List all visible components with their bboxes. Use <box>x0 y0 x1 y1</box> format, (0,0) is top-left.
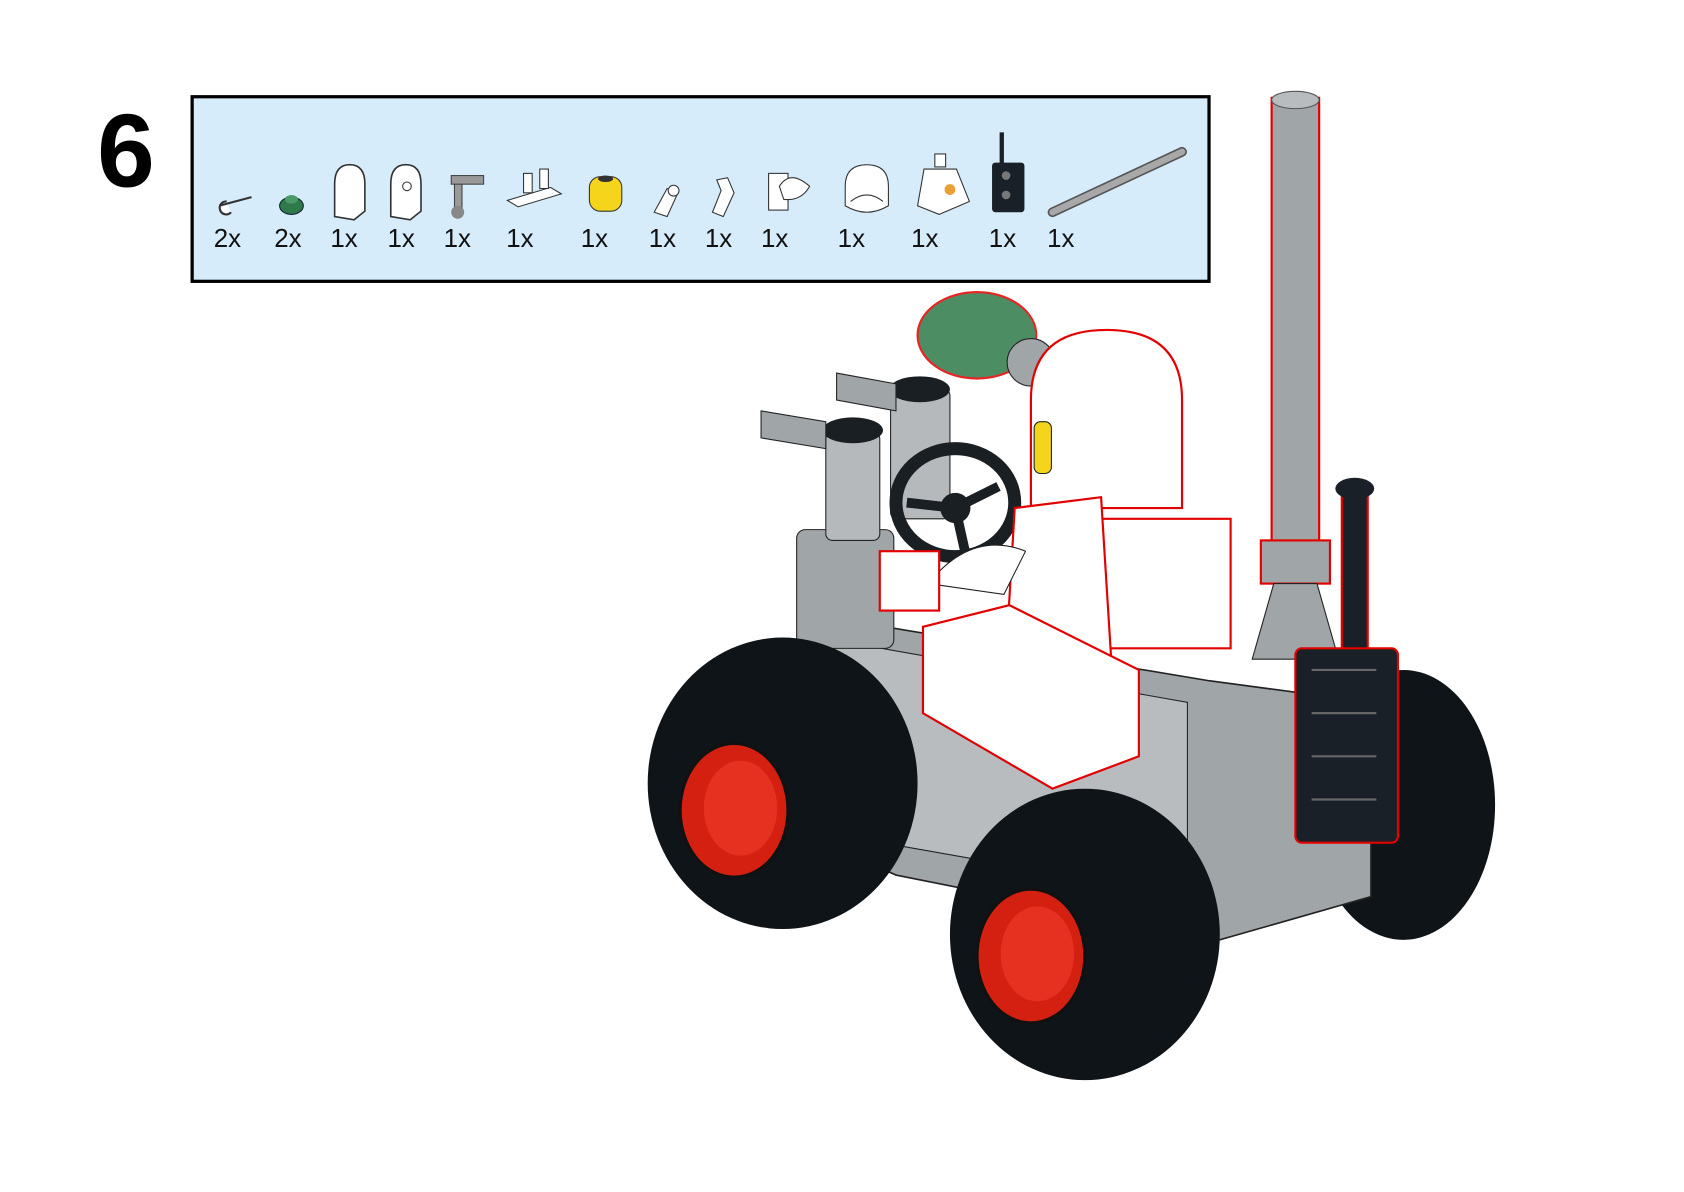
part-hinge-brick-icon <box>333 163 366 221</box>
part-qty: 1x <box>649 225 676 253</box>
part-minifig-legs-icon <box>768 172 811 211</box>
part-qty: 1x <box>838 225 865 253</box>
part-qty: 1x <box>989 225 1016 253</box>
part-qty: 1x <box>330 225 357 253</box>
walkie-talkie <box>1294 477 1400 844</box>
part-qty: 1x <box>761 225 788 253</box>
part-qty: 1x <box>444 225 471 253</box>
part-qty: 1x <box>1047 225 1074 253</box>
vehicle-model <box>647 90 1496 1081</box>
part-space-helmet-icon <box>844 164 889 213</box>
part-antenna-bar-icon <box>1047 146 1187 218</box>
part-qty: 1x <box>911 225 938 253</box>
part-qty: 1x <box>581 225 608 253</box>
part-qty: 2x <box>214 225 241 253</box>
part-arm-right-icon <box>711 177 735 218</box>
part-qty: 1x <box>506 225 533 253</box>
part-clip-bar-icon <box>218 196 252 216</box>
part-round-plate-icon <box>279 194 304 215</box>
part-qty: 1x <box>388 225 415 253</box>
oxygen-tanks <box>760 372 951 649</box>
steering-wheel <box>889 442 1022 564</box>
part-arm-left-icon <box>653 184 680 218</box>
parts-list-box: 2x 2x 1x 1x 1x 1x 1x 1x 1x 1x 1x 1x 1x 1… <box>190 95 1211 283</box>
step-number: 6 <box>97 92 155 208</box>
part-qty: 1x <box>705 225 732 253</box>
part-plate-clips-icon <box>506 168 563 208</box>
antenna <box>1251 90 1340 660</box>
part-bar-holder-icon <box>450 174 485 219</box>
astronaut-minifig <box>878 291 1232 790</box>
part-minifig-head-icon <box>588 175 623 212</box>
part-qty: 2x <box>274 225 301 253</box>
part-hinge-brick-hole-icon <box>389 163 422 221</box>
front-left-wheel <box>647 637 918 930</box>
part-walkie-talkie-icon <box>992 132 1025 213</box>
part-torso-icon <box>916 153 971 215</box>
front-right-wheel <box>949 788 1220 1081</box>
